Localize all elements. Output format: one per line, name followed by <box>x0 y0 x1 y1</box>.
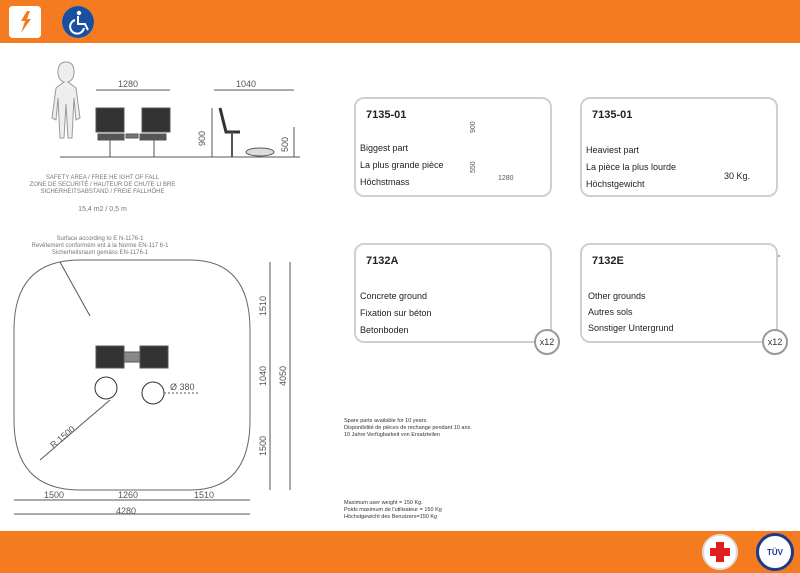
plan-dim-mid: 1040 <box>258 365 268 386</box>
plan-dim-total: 4050 <box>278 365 288 386</box>
plan-dim-top: 1510 <box>258 295 268 316</box>
card-4-line-3: Sonstiger Untergrund <box>588 323 674 333</box>
surface-line-2: Revêtement conformém ent à la Norme EN-1… <box>31 243 169 249</box>
plan-dim-bottom: 1500 <box>258 435 268 456</box>
card-4-quantity: x12 <box>762 329 788 355</box>
card-1-dim-w: 1280 <box>498 175 514 182</box>
card-2-weight: 30 Kg. <box>724 171 751 181</box>
tuv-seal-icon: TÜV <box>756 533 794 571</box>
card-other-grounds: 7132E Other grounds Autres sols Sonstige… <box>580 243 778 343</box>
card-2-line-1: Heaviest part <box>586 145 640 155</box>
plan-dim-total-width: 4280 <box>116 506 137 516</box>
footer-bar <box>0 531 800 573</box>
dim-height-side: 900 <box>197 130 207 146</box>
card-1-dim-h1: 900 <box>470 121 477 133</box>
card-1-line-1: Biggest part <box>360 143 409 153</box>
card-concrete-ground: 7132A Concrete ground Fixation sur béton… <box>354 243 552 343</box>
card-3-line-2: Fixation sur béton <box>360 308 432 318</box>
dim-height-front: 500 <box>280 136 290 152</box>
surface-line-3: Sicherheitsraum gemäss EN-1176-1 <box>51 250 149 256</box>
plan-diameter: Ø 380 <box>170 382 195 392</box>
safety-line-3: SICHERHEITSABSTAND / FREIE FALLHÖHE <box>40 189 165 195</box>
card-2-line-3: Höchstgewicht <box>586 179 645 189</box>
weight-line-3: Höchstgewicht des Benutzers=150 Kg <box>344 514 438 520</box>
dim-width-side: 1040 <box>236 79 257 89</box>
header-bar <box>0 0 800 43</box>
card-1-line-3: Höchstmass <box>360 177 410 187</box>
spares-line-2: Disponibilité de pièces de rechange pend… <box>344 425 472 431</box>
card-2-line-2: La pièce la plus lourde <box>586 162 677 172</box>
safety-line-1: SAFETY AREA / FREE HE IGHT OF FALL <box>45 175 160 181</box>
wheelchair-icon <box>62 6 94 38</box>
card-4-line-2: Autres sols <box>588 307 633 317</box>
safety-area-value: 15,4 m2 / 0,5 m <box>78 206 127 213</box>
card-4-code: 7132E <box>592 255 624 267</box>
card-1-dim-h2: 550 <box>470 161 477 173</box>
card-4-line-1: Other grounds <box>588 291 646 301</box>
card-3-line-3: Betonboden <box>360 325 409 335</box>
svg-text:TÜV: TÜV <box>767 548 784 557</box>
plan-dim-b2: 1260 <box>118 490 139 500</box>
card-3-line-1: Concrete ground <box>360 291 428 301</box>
weight-line-2: Poids maximum de l'utilisateur = 150 Kg <box>344 507 442 513</box>
child-run-icon <box>9 6 41 38</box>
card-2-code: 7135-01 <box>592 109 633 121</box>
plan-dim-b3: 1510 <box>194 490 215 500</box>
safety-line-2: ZONE DE SECURITÉ / HAUTEUR DE CHUTE LI B… <box>29 182 176 188</box>
card-1-line-2: La plus grande pièce <box>360 160 444 170</box>
first-aid-cross-icon <box>702 534 738 570</box>
card-3-code: 7132A <box>366 255 399 267</box>
plan-dim-b1: 1500 <box>44 490 65 500</box>
card-biggest-part: 7135-01 Biggest part La plus grande pièc… <box>354 97 552 197</box>
dim-width-front: 1280 <box>118 79 139 89</box>
card-heaviest-part: 7135-01 Heaviest part La pièce la plus l… <box>580 97 778 197</box>
card-3-quantity: x12 <box>534 329 560 355</box>
spares-line-3: 10 Jahre Verfügbarkeit von Ersatzteilen <box>344 432 441 438</box>
spares-line-1: Spare parts available for 10 years. <box>344 418 428 424</box>
surface-line-1: Surface according to E N-1176-1 <box>56 236 144 242</box>
card-1-code: 7135-01 <box>366 109 407 121</box>
weight-line-1: Maximum user weight = 150 Kg. <box>344 500 423 506</box>
